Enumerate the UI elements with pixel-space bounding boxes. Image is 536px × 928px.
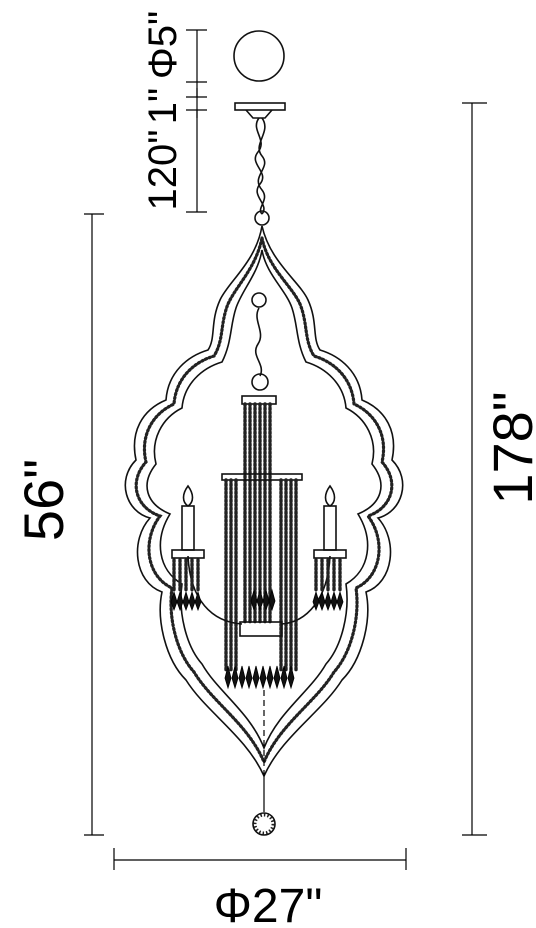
column-crystal-drop [280,665,288,690]
column-crystal-drop [238,665,246,690]
overall-height-label: 178" [481,391,536,504]
top-dimension-stack: Φ5" 1" 120" [141,11,207,213]
overall-height-dimension: 178" [462,102,536,836]
column-crystal-drops [224,588,295,690]
column-crystal-drop [273,665,281,690]
left-crystal-drop [182,590,190,612]
center-chain [251,292,269,776]
inner-crystal-drop [268,588,276,612]
left-bobeche [171,549,205,559]
chain [254,117,270,226]
inner-crystal-drop [262,588,270,612]
canopy-cap [245,109,273,119]
body-diameter-dimension: Φ27" [113,848,407,928]
finial-ball [252,812,276,836]
right-bobeche [313,549,347,559]
chain-length-label: 120" [141,130,185,211]
left-crystal-drop [194,590,202,612]
left-crystal-drop [170,590,178,612]
left-crystal-drop [188,590,196,612]
canopy [233,30,286,119]
inner-crystal-drop [250,588,258,612]
column-crystal-drop [259,665,267,690]
left-crystal-drop [176,590,184,612]
inner-crystal-drop [256,588,264,612]
chain-ring [254,210,270,226]
canopy-top-view [233,30,285,82]
column-crystal-drop [245,665,253,690]
right-crystal-drop [336,590,344,612]
column-crystal-drop [231,665,239,690]
column-bottom-cup [239,621,283,637]
center-chain-links [254,307,263,377]
right-crystal-drop [318,590,326,612]
finial-ball-texture [253,813,275,835]
column-crystal-drop [252,665,260,690]
right-arm [281,484,347,625]
right-candle-flame [324,484,336,507]
center-ring-lower [251,373,269,391]
ceiling-plate [234,102,286,111]
body-height-dimension: 56" [12,213,104,836]
canopy-diameter-label: Φ5" [141,11,185,79]
chain-links-back [257,117,266,215]
chain-links [254,117,265,215]
left-arm-curve [187,555,243,625]
left-candle-flame [182,484,194,507]
right-crystal-drop [312,590,320,612]
frame-inner [146,249,382,751]
right-crystal-drop [324,590,332,612]
column-strands [243,402,272,624]
left-candle-sleeve [181,505,195,551]
body-diameter-label: Φ27" [214,880,323,928]
column-crystal-drop [224,665,232,690]
center-ring-upper [251,292,267,308]
column-crystal-drop [266,665,274,690]
right-crystal-drop [330,590,338,612]
right-candle-sleeve [323,505,337,551]
column-crystal-drop [287,665,295,690]
outer-strands [224,478,298,674]
left-arm [170,484,243,625]
body-height-label: 56" [12,459,75,541]
canopy-height-label: 1" [141,88,185,124]
column-mid-ring [221,473,303,481]
bead-column [221,395,303,690]
right-crystal-drops [312,558,344,612]
left-crystal-drops [170,558,202,612]
